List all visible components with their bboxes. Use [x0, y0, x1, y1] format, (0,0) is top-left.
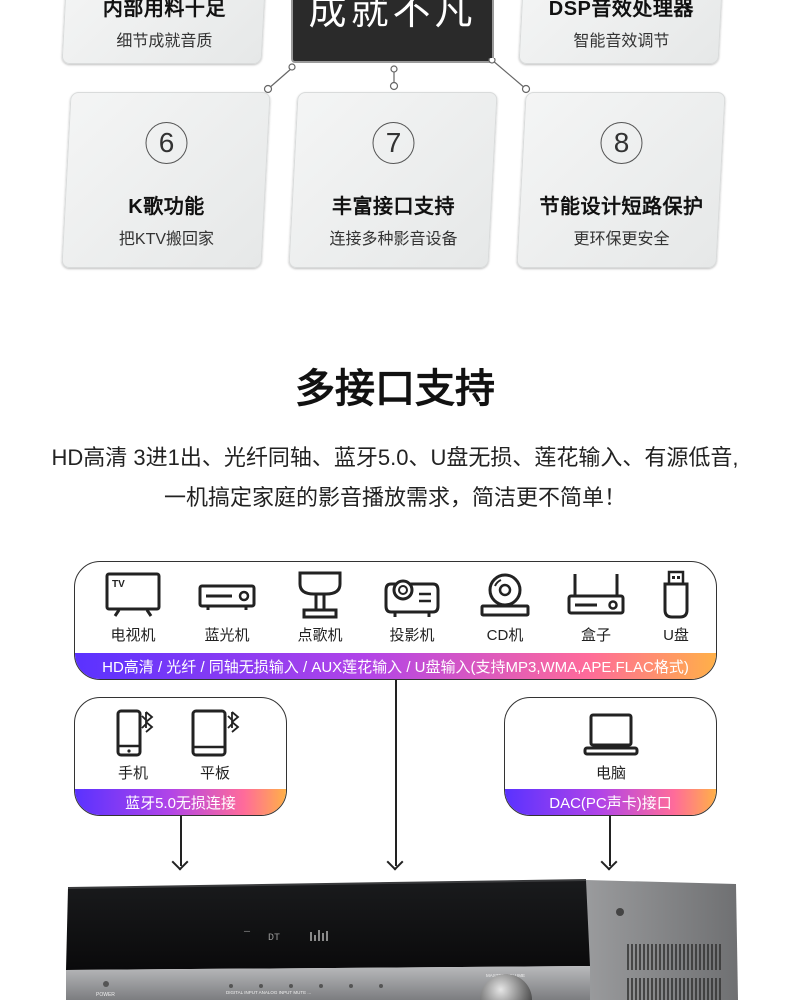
phone-bluetooth-icon [116, 709, 154, 757]
projector-icon [384, 579, 440, 617]
arrow-pc-down [609, 816, 611, 866]
bluetooth-devices-panel: 手机 平板 蓝牙5.0无损连接 [74, 697, 287, 816]
input-devices-panel: TV 电视机 蓝光机 点歌机 [74, 561, 717, 680]
feature-number: 7 [372, 122, 415, 164]
pc-interface-bar: DAC(PC声卡)接口 [505, 789, 716, 815]
feature-card-top-right: DSP音效处理器 智能音效调节 [518, 0, 724, 64]
input-types-bar: HD高清 / 光纤 / 同轴无损输入 / AUX莲花输入 / U盘输入(支持MP… [75, 653, 716, 679]
usb-drive-icon [663, 570, 689, 619]
section-description-line2: 一机搞定家庭的影音播放需求，简洁更不简单！ [163, 485, 626, 510]
device-tv: TV 电视机 [93, 572, 173, 645]
device-label: 盒子 [580, 627, 611, 644]
feature-subtitle: 细节成就音质 [116, 33, 213, 50]
karaoke-machine-icon [298, 571, 342, 619]
input-labels: DIGITAL INPUT ANALOG INPUT MUTE ... [226, 990, 311, 995]
device-label: 平板 [199, 765, 230, 782]
cd-player-icon [480, 573, 530, 617]
device-label: U盘 [663, 627, 689, 644]
feature-subtitle: 把KTV搬回家 [118, 231, 215, 248]
arrow-main-down [395, 680, 397, 866]
feature-title: 节能设计短路保护 [539, 196, 704, 218]
feature-subtitle: 更环保更安全 [573, 231, 670, 248]
device-label: 手机 [117, 765, 148, 782]
section-description-line1: HD高清 3进1出、光纤同轴、蓝牙5.0、U盘无损、莲花输入、有源低音, [51, 445, 739, 470]
side-screw [616, 908, 624, 916]
arrow-bluetooth-down [180, 816, 182, 866]
router-box-icon [567, 574, 625, 615]
device-tablet: 平板 [175, 708, 255, 783]
feature-title: K歌功能 [128, 196, 205, 218]
pc-devices-panel: 电脑 DAC(PC声卡)接口 [504, 697, 717, 816]
av-receiver-image: — DT POWER DIGITAL INPUT ANALOG INPUT MU… [66, 879, 738, 1000]
device-usb: U盘 [636, 570, 716, 645]
connector-lines [263, 58, 531, 94]
laptop-icon [583, 713, 639, 756]
device-label: 电脑 [595, 765, 626, 782]
feature-title: DSP音效处理器 [548, 0, 694, 20]
feature-card-7: 7 丰富接口支持 连接多种影音设备 [288, 92, 498, 268]
device-projector: 投影机 [372, 570, 452, 645]
feature-title: 丰富接口支持 [331, 196, 455, 218]
device-label: 投影机 [389, 627, 435, 644]
device-label: CD机 [486, 627, 524, 644]
volume-knob [480, 974, 532, 1000]
device-box: 盒子 [556, 572, 636, 645]
bluetooth-bar: 蓝牙5.0无损连接 [75, 789, 286, 815]
svg-text:—: — [243, 927, 251, 938]
device-phone: 手机 [93, 708, 173, 783]
section-title: 多接口支持 [295, 367, 495, 411]
feature-subtitle: 智能音效调节 [573, 33, 670, 50]
bluray-player-icon [198, 584, 256, 610]
feature-number: 8 [600, 122, 643, 164]
feature-title: 内部用料十足 [102, 0, 226, 20]
tablet-bluetooth-icon [191, 709, 240, 757]
feature-card-6: 6 K歌功能 把KTV搬回家 [61, 92, 271, 268]
feature-center-title: 成就不凡 [308, 0, 477, 33]
svg-text:TV: TV [112, 579, 125, 590]
feature-subtitle: 连接多种影音设备 [329, 231, 458, 248]
device-laptop: 电脑 [571, 712, 651, 783]
tv-icon: TV [105, 572, 161, 617]
device-bluray: 蓝光机 [187, 572, 267, 645]
power-label: POWER [96, 992, 115, 998]
feature-number: 6 [145, 122, 188, 164]
feature-center-banner: 成就不凡 [291, 0, 494, 63]
device-label: 蓝光机 [204, 627, 250, 644]
device-cd: CD机 [465, 572, 545, 645]
feature-card-top-left: 内部用料十足 细节成就音质 [61, 0, 267, 64]
device-label: 点歌机 [297, 627, 343, 644]
receiver-display: DT [268, 933, 280, 944]
device-label: 电视机 [110, 627, 156, 644]
feature-card-8: 8 节能设计短路保护 更环保更安全 [516, 92, 726, 268]
device-karaoke: 点歌机 [280, 570, 360, 645]
